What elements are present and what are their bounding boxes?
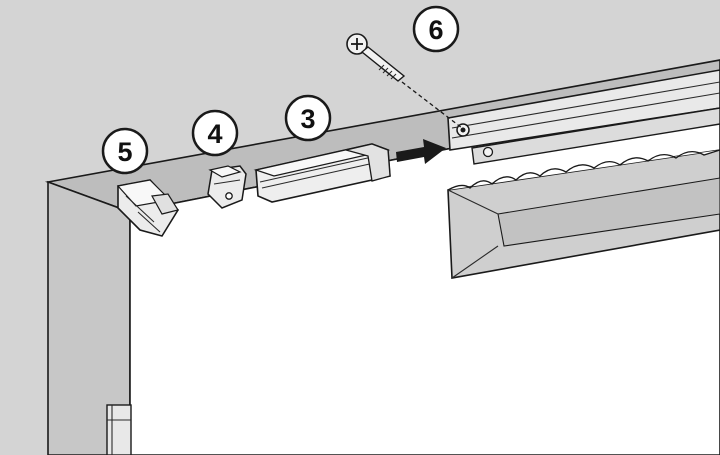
svg-text:5: 5 <box>117 137 132 167</box>
frame-left-side <box>47 180 131 455</box>
callout-3: 3 <box>284 94 332 142</box>
top-track <box>447 69 720 165</box>
screw-icon <box>346 33 406 82</box>
svg-text:3: 3 <box>300 104 315 134</box>
cutaway-box <box>447 149 720 279</box>
svg-text:6: 6 <box>428 15 443 45</box>
svg-text:4: 4 <box>207 119 222 149</box>
callout-5: 5 <box>101 127 149 175</box>
hinge <box>106 404 132 455</box>
stopper-part <box>253 143 391 203</box>
callout-6: 6 <box>412 5 460 53</box>
callout-4: 4 <box>191 109 239 157</box>
clip-part <box>207 165 247 209</box>
end-bracket-part <box>116 179 180 237</box>
arrow-right-icon <box>396 139 446 164</box>
screw-guide-line <box>401 81 463 129</box>
